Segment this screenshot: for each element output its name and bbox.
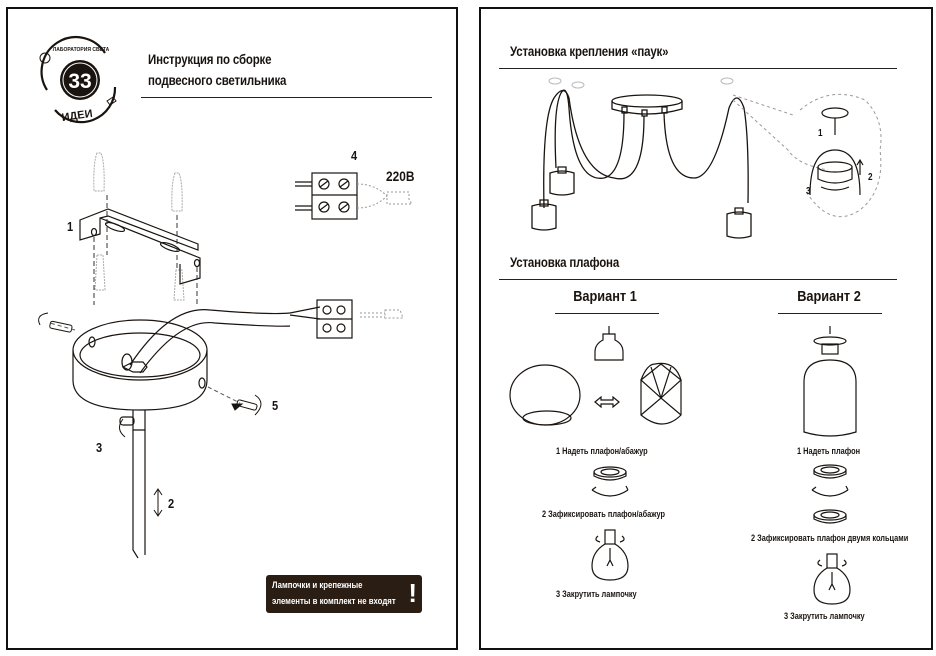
step-label-1: 1 (67, 219, 74, 234)
variant2-title: Вариант 2 (797, 288, 861, 305)
section-title-shade: Установка плафона (510, 255, 620, 270)
variant1-shades-illustration (509, 326, 682, 426)
brand-logo: 33 ЛАБОРАТОРИЯ СВЕТА ИДЕИ (39, 36, 117, 124)
step-label-5: 5 (272, 398, 279, 413)
variant1-underline (555, 313, 659, 314)
notice-line1: Лампочки и крепежные (272, 580, 363, 591)
variant2-bulb-illustration (813, 553, 851, 605)
step-label-4: 4 (351, 148, 358, 163)
canopy-illustration (38, 299, 404, 559)
terminal-block-illustration (295, 172, 413, 220)
variant1-step2: 2 Зафиксировать плафон/абажур (542, 509, 666, 519)
voltage-label: 220В (386, 168, 415, 184)
variant1-title: Вариант 1 (573, 288, 637, 305)
step-label-3: 3 (96, 440, 103, 455)
variant2-shade-illustration (803, 326, 857, 437)
mounting-bracket-illustration (79, 152, 201, 305)
title-divider (141, 97, 432, 98)
notice-line2: элементы в комплект не входят (272, 596, 396, 607)
spider-step-1: 1 (818, 128, 823, 139)
logo-arc-top: ЛАБОРАТОРИЯ СВЕТА (53, 47, 110, 53)
variant2-underline (778, 313, 882, 314)
variant2-step3: 3 Закрутить лампочку (784, 611, 865, 621)
instruction-page-left (6, 7, 458, 650)
warning-icon: ! (408, 578, 417, 608)
spider-step-3: 3 (806, 186, 811, 197)
variant2-rings-illustration (811, 464, 849, 524)
variant2-step1: 1 Надеть плафон (797, 446, 861, 456)
variant1-bulb-illustration (591, 529, 629, 581)
section-divider-spider (499, 68, 897, 69)
spider-mount-illustration (531, 77, 882, 239)
variant1-step3: 3 Закрутить лампочку (556, 589, 637, 599)
variant2-step2: 2 Зафиксировать плафон двумя кольцами (751, 533, 909, 543)
spider-step-2: 2 (868, 172, 873, 183)
section-divider-shade (499, 279, 897, 280)
logo-number: 33 (68, 70, 91, 93)
section-title-spider: Установка крепления «паук» (510, 44, 669, 59)
logo-arc-bottom: ИДЕИ (61, 108, 93, 124)
page-title-line2: подвесного светильника (148, 73, 287, 88)
instruction-page-right (479, 7, 933, 650)
page-title-line1: Инструкция по сборке (148, 52, 272, 67)
variant1-ring-illustration (591, 466, 629, 497)
notice-badge: Лампочки и крепежные элементы в комплект… (266, 575, 422, 613)
step-label-2: 2 (168, 496, 175, 511)
variant1-step1: 1 Надеть плафон/абажур (556, 446, 648, 456)
